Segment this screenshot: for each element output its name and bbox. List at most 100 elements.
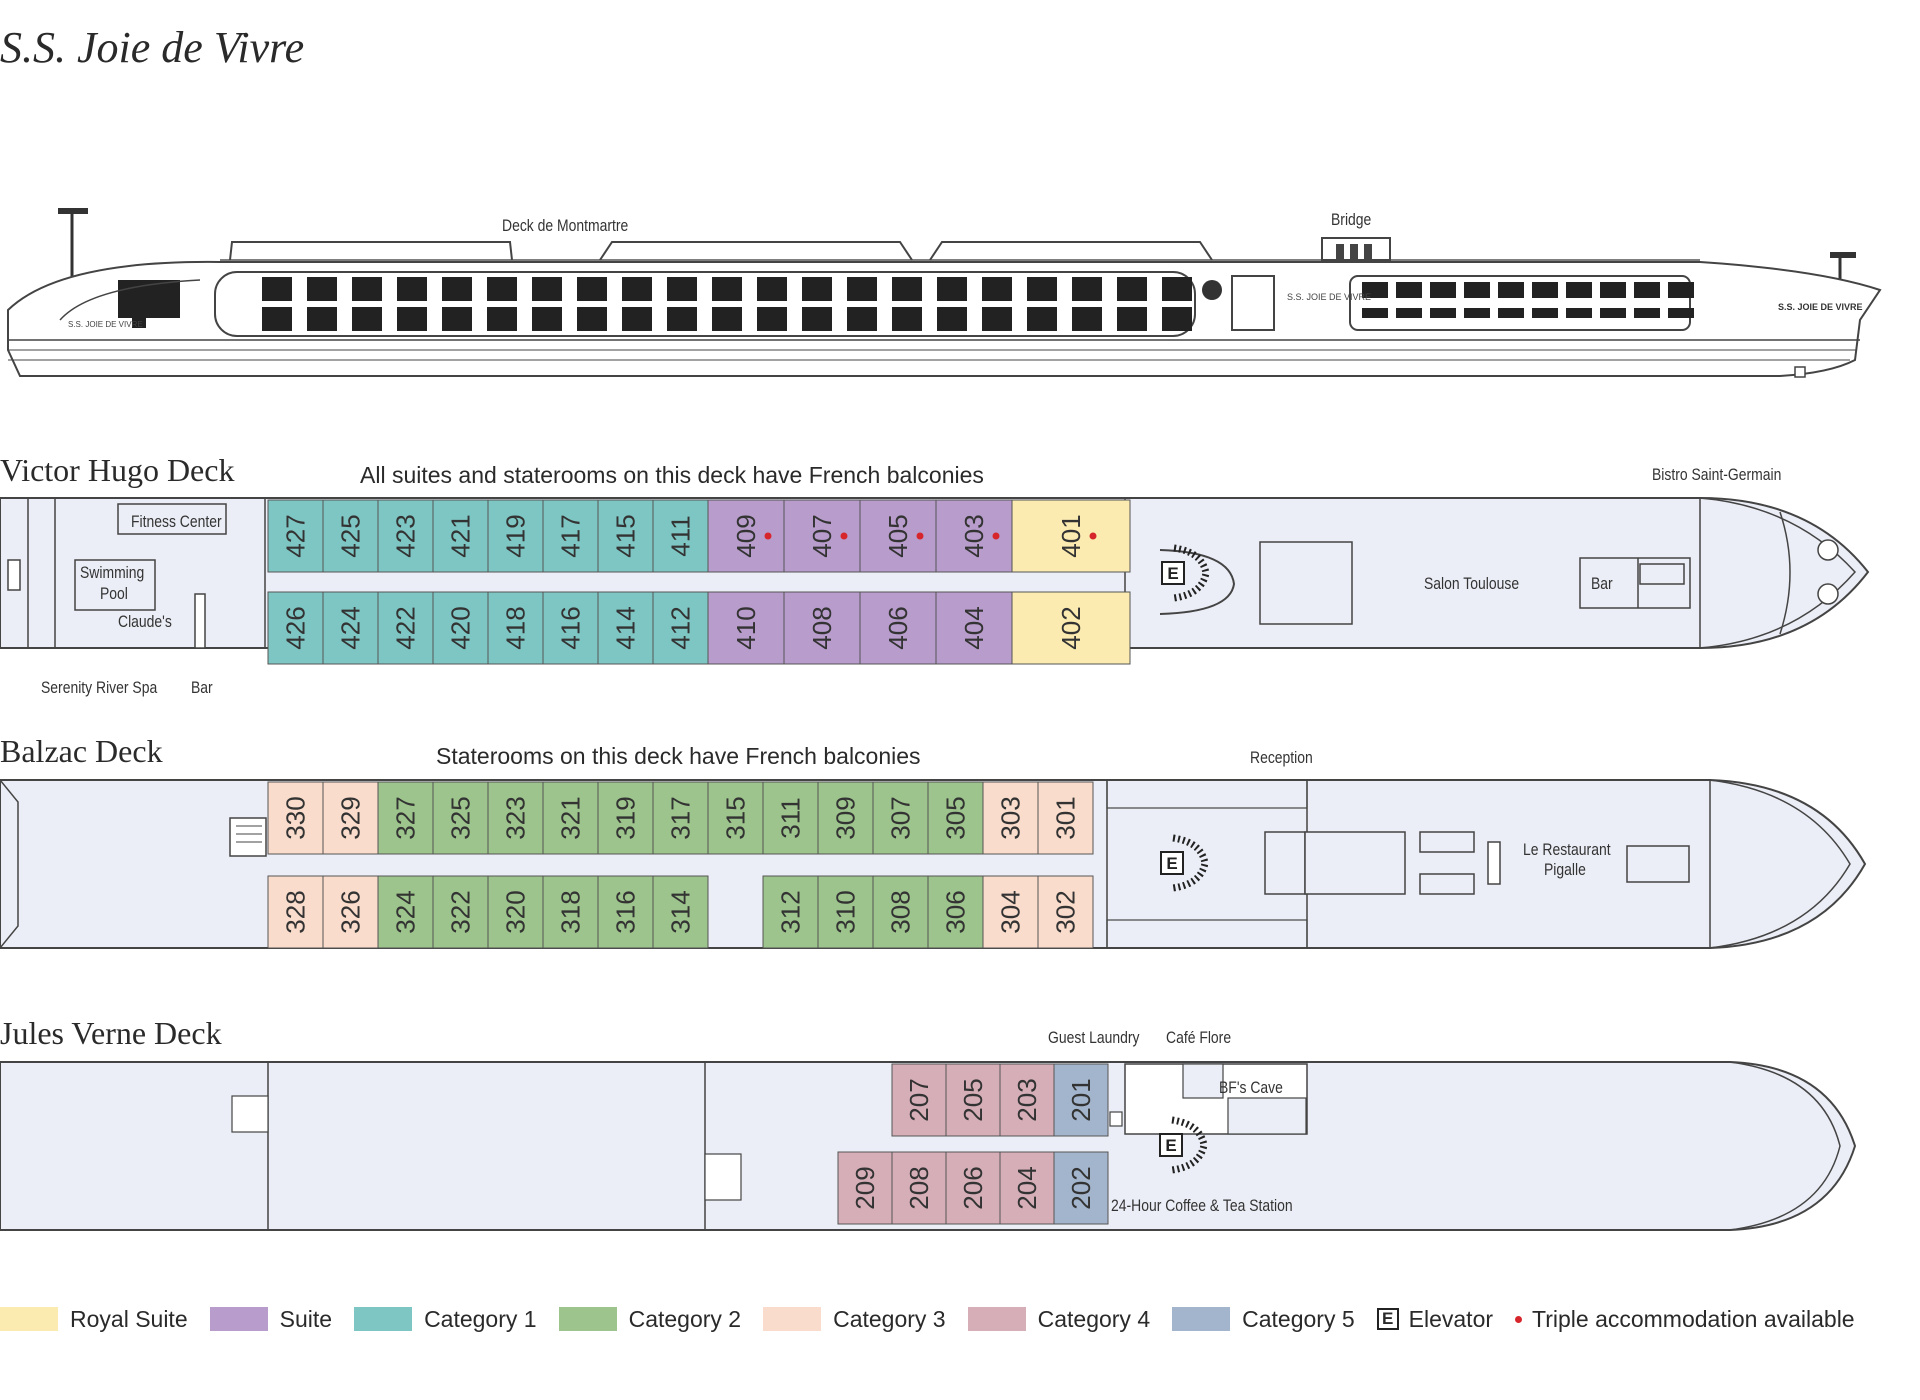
cabin-number: 203 [1012, 1078, 1042, 1121]
cabin-number: 302 [1051, 890, 1081, 933]
legend-item-royal-suite: Royal Suite [0, 1306, 188, 1333]
victor-hugo-cabin-421[interactable]: 421 [432, 499, 489, 573]
balzac-cabin-314[interactable]: 314 [652, 875, 709, 949]
victor-hugo-cabin-415[interactable]: 415 [597, 499, 654, 573]
balzac-cabin-317[interactable]: 317 [652, 781, 709, 855]
victor-hugo-cabin-425[interactable]: 425 [322, 499, 379, 573]
bar-forward-label: Bar [1591, 574, 1613, 593]
cabin-number: 414 [611, 606, 641, 649]
balzac-cabin-311[interactable]: 311 [762, 781, 819, 855]
balzac-cabin-307[interactable]: 307 [872, 781, 929, 855]
jules-verne-cabin-202[interactable]: 202 [1053, 1151, 1109, 1225]
victor-hugo-cabin-420[interactable]: 420 [432, 591, 489, 665]
victor-hugo-cabin-424[interactable]: 424 [322, 591, 379, 665]
victor-hugo-cabin-404[interactable]: 404 [935, 591, 1013, 665]
triple-accommodation-dot [840, 532, 848, 540]
victor-hugo-cabin-423[interactable]: 423 [377, 499, 434, 573]
balzac-cabin-315[interactable]: 315 [707, 781, 764, 855]
jules-verne-cabin-209[interactable]: 209 [837, 1151, 893, 1225]
profile-windows [262, 277, 1694, 331]
balzac-cabin-325[interactable]: 325 [432, 781, 489, 855]
cabin-number: 204 [1012, 1166, 1042, 1209]
balzac-cabin-312[interactable]: 312 [762, 875, 819, 949]
balzac-cabin-330[interactable]: 330 [267, 781, 324, 855]
jules-verne-cabin-208[interactable]: 208 [891, 1151, 947, 1225]
bistro-saint-germain-label: Bistro Saint-Germain [1652, 465, 1782, 484]
victor-hugo-cabin-417[interactable]: 417 [542, 499, 599, 573]
balzac-cabin-318[interactable]: 318 [542, 875, 599, 949]
victor-hugo-cabin-426[interactable]: 426 [267, 591, 324, 665]
legend-item-category-4: Category 4 [967, 1306, 1150, 1333]
legend-label: Category 1 [424, 1305, 537, 1332]
balzac-cabin-322[interactable]: 322 [432, 875, 489, 949]
restaurant-label-1: Le Restaurant [1523, 840, 1611, 859]
victor-hugo-cabin-410[interactable]: 410 [707, 591, 785, 665]
victor-hugo-cabin-401[interactable]: 401 [1011, 499, 1131, 573]
balzac-cabin-302[interactable]: 302 [1037, 875, 1094, 949]
cabin-number: 401 [1056, 514, 1086, 557]
victor-hugo-cabin-416[interactable]: 416 [542, 591, 599, 665]
balzac-cabin-316[interactable]: 316 [597, 875, 654, 949]
balzac-cabin-308[interactable]: 308 [872, 875, 929, 949]
victor-hugo-cabin-409[interactable]: 409 [707, 499, 785, 573]
cabin-number: 303 [996, 796, 1026, 839]
cabin-number: 320 [501, 890, 531, 933]
balzac-cabin-321[interactable]: 321 [542, 781, 599, 855]
victor-hugo-cabin-411[interactable]: 411 [652, 499, 709, 573]
victor-hugo-cabin-403[interactable]: 403 [935, 499, 1013, 573]
balzac-deck-title: Balzac Deck [0, 733, 163, 769]
victor-hugo-cabin-427[interactable]: 427 [267, 499, 324, 573]
jules-verne-cabin-205[interactable]: 205 [945, 1063, 1001, 1137]
victor-hugo-cabin-405[interactable]: 405 [859, 499, 937, 573]
balzac-cabin-328[interactable]: 328 [267, 875, 324, 949]
balzac-cabin-329[interactable]: 329 [322, 781, 379, 855]
jules-verne-cabin-206[interactable]: 206 [945, 1151, 1001, 1225]
balzac-cabin-301[interactable]: 301 [1037, 781, 1094, 855]
cabin-number: 307 [886, 796, 916, 839]
legend-item-category-2: Category 2 [558, 1306, 741, 1333]
serenity-spa-label: Serenity River Spa [41, 678, 158, 697]
victor-hugo-cabin-407[interactable]: 407 [783, 499, 861, 573]
jules-verne-cabin-204[interactable]: 204 [999, 1151, 1055, 1225]
victor-hugo-cabin-406[interactable]: 406 [859, 591, 937, 665]
cabin-number: 326 [336, 890, 366, 933]
jules-verne-cabin-207[interactable]: 207 [891, 1063, 947, 1137]
balzac-cabin-324[interactable]: 324 [377, 875, 434, 949]
deck-de-montmartre-label: Deck de Montmartre [502, 216, 629, 235]
balzac-cabin-303[interactable]: 303 [982, 781, 1039, 855]
cabin-number: 312 [776, 890, 806, 933]
victor-hugo-cabin-422[interactable]: 422 [377, 591, 434, 665]
jules-verne-cabin-203[interactable]: 203 [999, 1063, 1055, 1137]
svg-text:E: E [1165, 1136, 1176, 1155]
balzac-cabin-304[interactable]: 304 [982, 875, 1039, 949]
balzac-cabin-320[interactable]: 320 [487, 875, 544, 949]
balzac-cabin-326[interactable]: 326 [322, 875, 379, 949]
svg-text:S.S. JOIE DE VIVRE: S.S. JOIE DE VIVRE [1287, 292, 1371, 302]
jules-verne-cabin-201[interactable]: 201 [1053, 1063, 1109, 1137]
balzac-cabin-319[interactable]: 319 [597, 781, 654, 855]
victor-hugo-cabin-412[interactable]: 412 [652, 591, 709, 665]
balzac-cabin-305[interactable]: 305 [927, 781, 984, 855]
claudes-label: Claude's [118, 612, 172, 631]
cabin-number: 314 [666, 890, 696, 933]
bar-aft-label: Bar [191, 678, 213, 697]
victor-hugo-cabin-408[interactable]: 408 [783, 591, 861, 665]
cabin-number: 330 [281, 796, 311, 839]
victor-hugo-cabin-419[interactable]: 419 [487, 499, 544, 573]
balzac-cabin-309[interactable]: 309 [817, 781, 874, 855]
victor-hugo-cabin-418[interactable]: 418 [487, 591, 544, 665]
legend-swatch [354, 1307, 413, 1331]
victor-hugo-cabin-402[interactable]: 402 [1011, 591, 1131, 665]
cabin-number: 315 [721, 796, 751, 839]
cabin-number: 406 [883, 606, 913, 649]
jules-verne-deck-title: Jules Verne Deck [0, 1015, 222, 1051]
balzac-cabin-323[interactable]: 323 [487, 781, 544, 855]
victor-hugo-cabin-414[interactable]: 414 [597, 591, 654, 665]
balzac-cabin-327[interactable]: 327 [377, 781, 434, 855]
balzac-cabin-310[interactable]: 310 [817, 875, 874, 949]
balzac-cabin-306[interactable]: 306 [927, 875, 984, 949]
cabin-number: 325 [446, 796, 476, 839]
salon-toulouse-label: Salon Toulouse [1424, 574, 1520, 593]
